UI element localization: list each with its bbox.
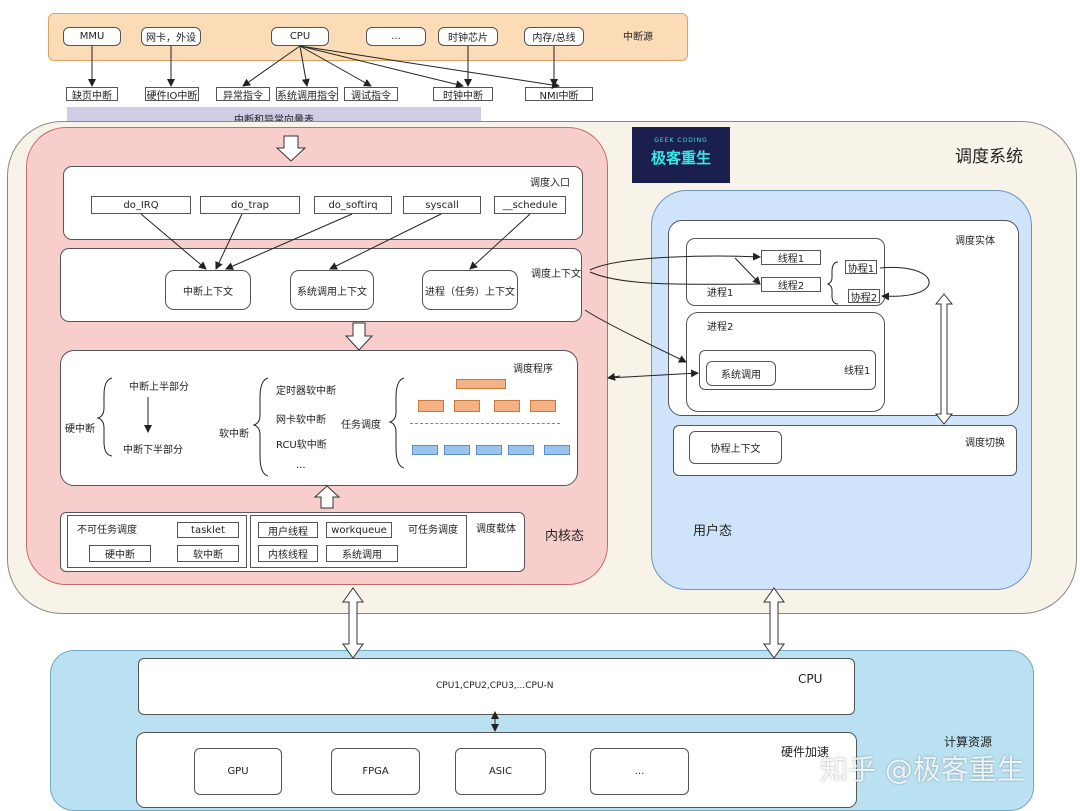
sched-policy-block-2 (444, 445, 470, 455)
thread2-box: 线程2 (761, 277, 821, 292)
source-nic: 网卡，外设 (141, 27, 201, 46)
carrier-hardirq: 硬中断 (89, 545, 151, 562)
task-label: 可任务调度 (408, 525, 458, 536)
non-task-group (67, 515, 247, 568)
logo-text: 极客重生 (650, 149, 711, 167)
entry-do-irq: do_IRQ (91, 196, 191, 214)
user-mode-label: 用户态 (693, 524, 733, 539)
sched-policy-block-1 (412, 445, 438, 455)
logo-sub: GEEK CODING (654, 137, 708, 144)
sched-class-block-4 (530, 400, 556, 412)
coroutine-ctx-box: 协程上下文 (689, 431, 782, 464)
hw-gpu: GPU (194, 748, 282, 795)
soft-item-timer: 定时器软中断 (276, 386, 336, 397)
hw-accel-label: 硬件加速 (781, 745, 830, 759)
event-hw-io: 硬件IO中断 (145, 87, 199, 102)
entry-do-trap: do_trap (200, 196, 300, 214)
entry-syscall: syscall (403, 196, 481, 214)
sched-core-block (456, 379, 506, 389)
cpu-list: CPU1,CPU2,CPU3,...CPU-N (436, 681, 554, 691)
sched-carrier-label: 调度载体 (476, 524, 516, 535)
non-task-label: 不可任务调度 (77, 525, 137, 536)
event-nmi: NMI中断 (525, 87, 593, 102)
thread1-box: 线程1 (761, 250, 821, 265)
hw-more: ... (590, 748, 689, 795)
carrier-tasklet: tasklet (177, 522, 239, 538)
watermark: 知乎 @极客重生 (820, 753, 1025, 786)
sched-switch-label: 调度切换 (965, 438, 1005, 449)
sched-policy-block-3 (476, 445, 502, 455)
cpu-panel (138, 658, 855, 715)
source-memory-bus: 内存/总线 (524, 27, 584, 46)
interrupt-source-label: 中断源 (623, 32, 653, 43)
p2-syscall-box: 系统调用 (706, 361, 776, 386)
sched-entity-label: 调度实体 (955, 236, 995, 247)
sched-program-panel (60, 350, 578, 486)
bottom-half-label: 中断下半部分 (123, 445, 183, 456)
sched-divider (410, 423, 560, 424)
entry-schedule: __schedule (494, 196, 566, 214)
task-sched-label: 任务调度 (341, 420, 381, 431)
sched-context-label: 调度上下文 (531, 269, 581, 280)
source-more: ... (366, 27, 426, 46)
sched-entry-label: 调度入口 (530, 178, 570, 189)
carrier-user-thread: 用户线程 (258, 522, 318, 538)
source-mmu: MMU (63, 27, 121, 46)
event-syscall: 系统调用指令 (276, 87, 338, 102)
carrier-softirq: 软中断 (177, 545, 239, 562)
sched-class-block-3 (494, 400, 520, 412)
top-half-label: 中断上半部分 (129, 382, 189, 393)
event-clock: 时钟中断 (433, 87, 493, 102)
entry-do-softirq: do_softirq (314, 196, 392, 214)
sched-class-diagram (408, 375, 573, 470)
source-cpu: CPU (271, 27, 329, 46)
carrier-workqueue: workqueue (326, 522, 392, 538)
sched-policy-block-5 (544, 445, 570, 455)
cpu-label: CPU (798, 672, 823, 686)
event-debug: 调试指令 (344, 87, 398, 102)
soft-item-rcu: RCU软中断 (276, 440, 327, 451)
ctx-interrupt: 中断上下文 (165, 270, 251, 310)
carrier-kernel-thread: 内核线程 (258, 545, 318, 562)
sched-class-block-1 (418, 400, 444, 412)
soft-irq-label: 软中断 (219, 429, 249, 440)
task-group (250, 515, 467, 568)
soft-item-nic: 网卡软中断 (276, 415, 326, 426)
sched-policy-block-4 (508, 445, 534, 455)
coroutine1-box: 协程1 (845, 260, 877, 275)
sched-class-block-2 (454, 400, 480, 412)
carrier-syscall: 系统调用 (326, 545, 398, 562)
compute-label: 计算资源 (944, 735, 993, 749)
hw-fpga: FPGA (331, 748, 420, 795)
hw-asic: ASIC (455, 748, 546, 795)
event-exception: 异常指令 (216, 87, 270, 102)
event-page-fault: 缺页中断 (66, 87, 118, 102)
hard-irq-label: 硬中断 (65, 424, 95, 435)
process1-label: 进程1 (707, 288, 734, 299)
scheduler-system-title: 调度系统 (955, 147, 1023, 167)
sched-program-label: 调度程序 (513, 364, 553, 375)
ctx-syscall: 系统调用上下文 (290, 270, 374, 310)
kernel-mode-label: 内核态 (545, 529, 585, 544)
logo-badge: GEEK CODING 极客重生 (632, 127, 730, 183)
p2-thread1-label: 线程1 (844, 366, 871, 377)
source-clock-chip: 时钟芯片 (438, 27, 498, 46)
coroutine2-box: 协程2 (848, 289, 880, 304)
ctx-process: 进程（任务）上下文 (422, 270, 518, 310)
process2-label: 进程2 (707, 322, 734, 333)
soft-item-more: ... (296, 460, 306, 471)
